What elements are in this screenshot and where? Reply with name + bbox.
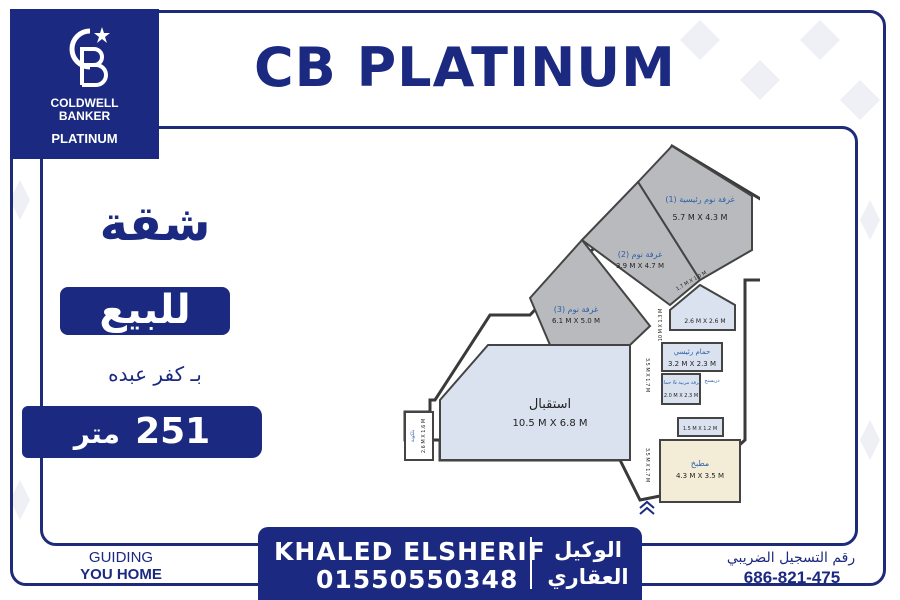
label-balcony: بلكونة <box>410 430 416 442</box>
label-master-bath: حمام رئيسي <box>674 348 711 356</box>
property-location: بـ كفر عبده <box>108 362 202 386</box>
size-corridor-1: 3.5 M X 1.7 M <box>644 358 650 392</box>
room-kitchen <box>659 439 741 503</box>
label-guest-bath: غرفة مربية & حمام <box>661 380 702 386</box>
property-type: شقة <box>99 196 211 252</box>
size-corridor-2: 3.5 M X 1.7 M <box>644 448 650 482</box>
slogan-line-1: GUIDING <box>88 549 154 566</box>
size-storage: 1.5 M X 1.2 M <box>683 426 717 432</box>
room-reception <box>439 344 631 461</box>
size-reception: 10.5 M X 6.8 M <box>513 418 588 429</box>
room-master-bath <box>661 342 723 372</box>
area-banner: 251 متر <box>22 406 262 458</box>
brand-logo: COLDWELL BANKER PLATINUM <box>10 9 159 159</box>
logo-text-banker: BANKER <box>58 109 111 123</box>
logo-text-coldwell: COLDWELL <box>50 96 119 110</box>
label-kitchen: مطبخ <box>691 459 709 468</box>
room-bedroom-3 <box>528 238 652 346</box>
tax-registration-label: رقم التسجيل الضريبي <box>726 550 856 566</box>
balcony-left <box>404 411 434 461</box>
room-small-bath <box>669 283 736 331</box>
agent-title-line-1: الوكيل <box>554 538 622 562</box>
size-bedroom-2: 3.9 M X 4.7 M <box>616 262 664 270</box>
agent-name: KHALED ELSHERIF <box>274 537 546 566</box>
size-master-bedroom: 5.7 M X 4.3 M <box>673 213 728 222</box>
area-value: 251 <box>135 411 211 452</box>
size-small-bath: 2.6 M X 2.6 M <box>684 318 725 325</box>
label-master-bedroom: غرفة نوم رئيسية (1) <box>665 195 734 204</box>
size-master-bath: 3.2 M X 2.3 M <box>668 360 716 368</box>
size-balcony-1: 2.6 M X 1.6 M <box>421 419 427 453</box>
size-guest-bath: 2.0 M X 2.3 M <box>664 393 698 399</box>
label-dressing: دريسنج <box>704 378 719 384</box>
cb-monogram-icon <box>69 27 110 87</box>
agent-divider <box>530 537 532 589</box>
size-kitchen: 4.3 M X 3.5 M <box>676 472 724 480</box>
room-bedroom-2 <box>580 180 702 307</box>
agent-contact-box: KHALED ELSHERIF 01550550348 الوكيل العقا… <box>258 527 642 600</box>
brand-slogan: GUIDING YOU HOME <box>56 549 186 583</box>
room-storage <box>677 417 724 437</box>
agent-phone[interactable]: 01550550348 <box>316 565 519 594</box>
sale-status-banner: للبيع <box>60 287 230 335</box>
logo-text-platinum: PLATINUM <box>51 131 118 146</box>
page-title: CB PLATINUM <box>254 36 676 99</box>
label-reception: استقبال <box>529 397 571 412</box>
size-corridor-3: 10 M X 1.3 M <box>658 309 664 342</box>
floor-plan: غرفة نوم رئيسية (1) 5.7 M X 4.3 M غرفة ن… <box>403 143 760 515</box>
agent-title-line-2: العقاري <box>547 565 629 589</box>
label-bedroom-3: غرفة نوم (3) <box>554 305 598 314</box>
entrance-arrow-icon <box>639 500 655 515</box>
slogan-line-2: YOU HOME <box>80 566 162 583</box>
room-guest-bath <box>661 373 701 405</box>
tax-registration-number: 686-821-475 <box>743 568 841 587</box>
area-unit: متر <box>73 417 120 450</box>
agent-title: الوكيل العقاري <box>542 537 634 591</box>
size-bedroom-3: 6.1 M X 5.0 M <box>552 317 600 325</box>
label-bedroom-2: غرفة نوم (2) <box>618 250 662 259</box>
